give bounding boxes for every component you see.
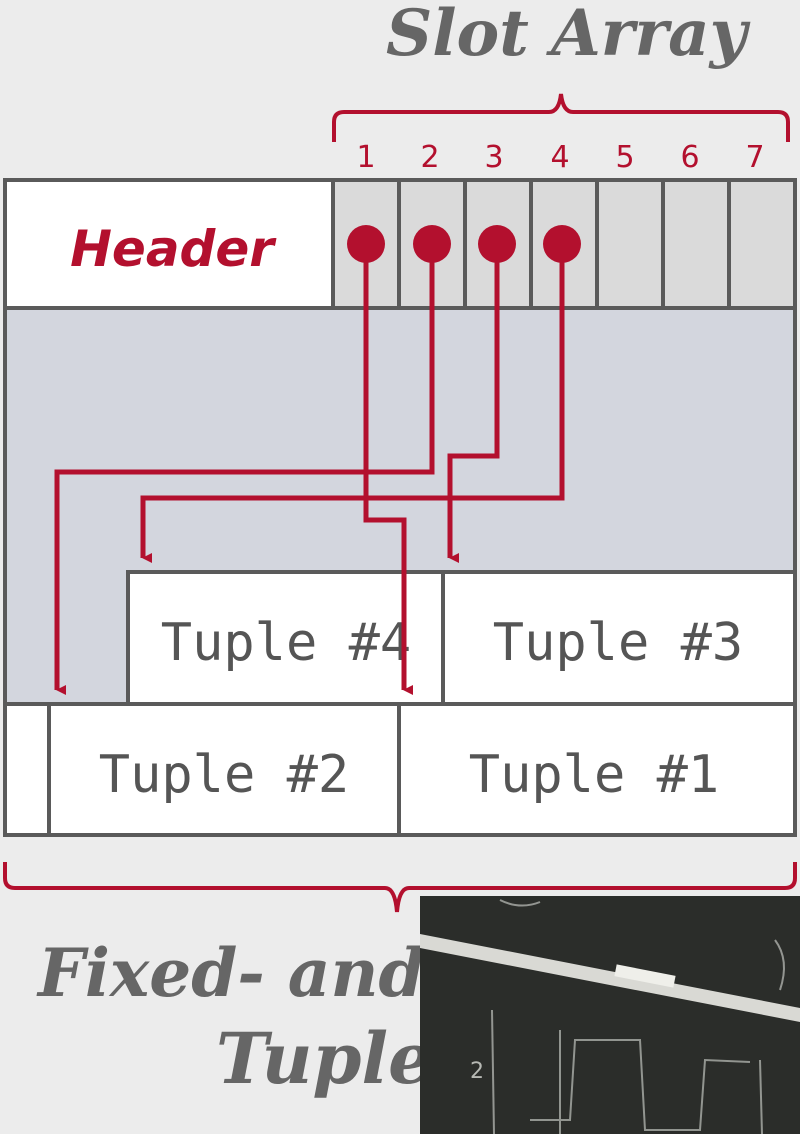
tuple-3-box — [441, 570, 797, 706]
caption-line-2: Tuple — [216, 1017, 433, 1100]
slot-array-brace — [332, 93, 790, 142]
slot-2-pointer — [54, 244, 435, 695]
slot-2-pointer-dot — [413, 225, 451, 263]
tuple-2-box — [47, 702, 401, 837]
slot-4-pointer-dot — [543, 225, 581, 263]
tuple-section-brace — [3, 862, 797, 913]
slot-1-pointer — [363, 244, 413, 695]
slot-number-5: 5 — [615, 140, 634, 175]
slot-cell-7 — [727, 178, 797, 310]
page-edge-slot — [3, 702, 51, 837]
slot-number-6: 6 — [680, 140, 699, 175]
slot-number-4: 4 — [550, 140, 569, 175]
slot-number-7: 7 — [745, 140, 764, 175]
slot-cell-5 — [595, 178, 665, 310]
slot-number-3: 3 — [484, 140, 503, 175]
tuple-1-label: Tuple #1 — [469, 745, 719, 805]
slot-number-1: 1 — [356, 140, 375, 175]
tuple-4-label: Tuple #4 — [161, 613, 411, 673]
tuple-3-label: Tuple #3 — [493, 613, 743, 673]
slot-cell-6 — [661, 178, 731, 310]
slot-1-pointer-dot — [347, 225, 385, 263]
page-header — [3, 178, 335, 310]
svg-text:2: 2 — [470, 1059, 484, 1084]
tuple-1-box — [397, 702, 797, 837]
slot-3-pointer — [447, 244, 500, 563]
header-label: Header — [70, 220, 277, 278]
tuple-2-label: Tuple #2 — [99, 745, 349, 805]
slot-4-pointer — [140, 244, 565, 563]
slot-number-2: 2 — [420, 140, 439, 175]
video-overlay-mask: 2 — [420, 896, 800, 1134]
chalkboard-icon: 2 — [420, 896, 800, 1134]
slot-array-title: Slot Array — [386, 0, 747, 71]
slot-3-pointer-dot — [478, 225, 516, 263]
